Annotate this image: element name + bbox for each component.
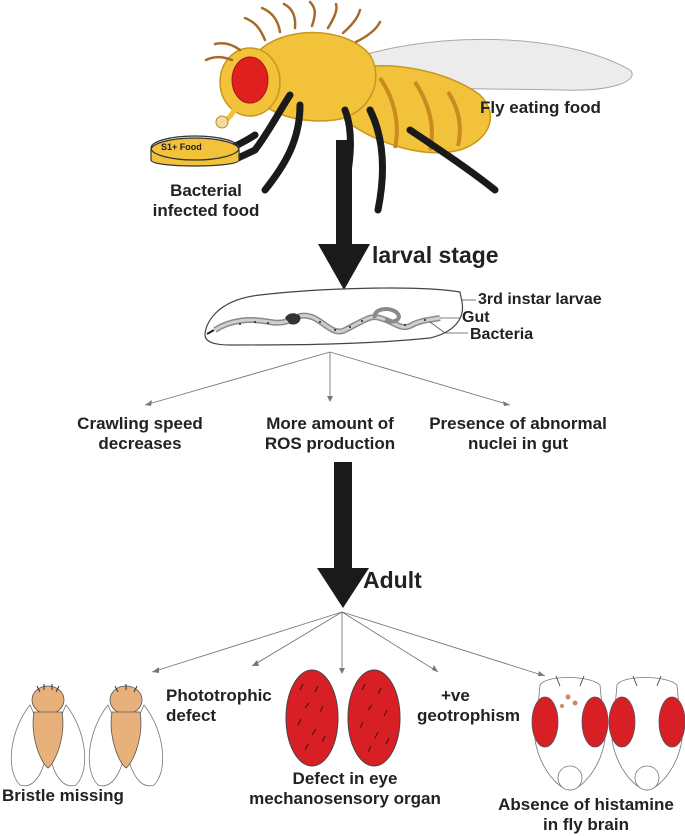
larva-illustration	[204, 287, 476, 346]
geotropism-label: +ve geotrophism	[417, 686, 520, 725]
ros-line2: ROS production	[264, 433, 396, 453]
fly-eating-label: Fly eating food	[480, 98, 601, 117]
phototrophic-line1: Phototrophic	[166, 686, 272, 705]
phototrophic-defect-label: Phototrophic defect	[166, 686, 272, 725]
nuclei-line1: Presence of abnormal	[429, 414, 607, 433]
instar-label: 3rd instar larvae	[478, 291, 602, 308]
eye-illustration	[285, 669, 401, 767]
ros-production-label: More amount of ROS production	[245, 414, 415, 453]
eye-defect-line1: Defect in eye	[292, 769, 398, 788]
gut-label: Gut	[462, 309, 490, 326]
bacterial-food-label: Bacterial infected food	[150, 181, 262, 220]
crawling-speed-label: Crawling speed decreases	[60, 414, 220, 453]
larval-stage-label: larval stage	[372, 242, 499, 268]
eye-defect-label: Defect in eye mechanosensory organ	[240, 769, 450, 808]
nuclei-line2: nuclei in gut	[467, 433, 569, 453]
larval-branch-lines	[144, 351, 511, 406]
food-dish-label: S1+ Food	[161, 142, 202, 152]
crawling-line2: decreases	[98, 433, 182, 453]
histamine-line2: in fly brain	[543, 814, 629, 834]
arrow-to-adult-icon	[317, 462, 369, 608]
geotropism-line2: geotrophism	[417, 705, 520, 725]
histamine-line1: Absence of histamine	[498, 795, 674, 814]
phototrophic-line2: defect	[166, 705, 217, 725]
adult-branch-lines	[151, 611, 546, 677]
bacterial-food-line1: Bacterial	[170, 181, 242, 200]
bristle-missing-label: Bristle missing	[2, 786, 124, 805]
bacterial-food-line2: infected food	[152, 200, 260, 220]
geotropism-line1: +ve	[441, 686, 470, 705]
eye-defect-line2: mechanosensory organ	[249, 788, 441, 808]
crawling-line1: Crawling speed	[77, 414, 203, 433]
bristle-missing-flies-illustration	[10, 684, 164, 787]
fly-head-illustration	[531, 675, 685, 791]
abnormal-nuclei-label: Presence of abnormal nuclei in gut	[418, 414, 618, 453]
fly-illustration	[204, 0, 633, 214]
histamine-label: Absence of histamine in fly brain	[488, 795, 684, 834]
arrow-to-larval-icon	[318, 140, 370, 290]
food-dish-icon	[150, 135, 240, 167]
adult-stage-label: Adult	[363, 567, 422, 593]
bacteria-label: Bacteria	[470, 326, 534, 343]
ros-line1: More amount of	[266, 414, 394, 433]
